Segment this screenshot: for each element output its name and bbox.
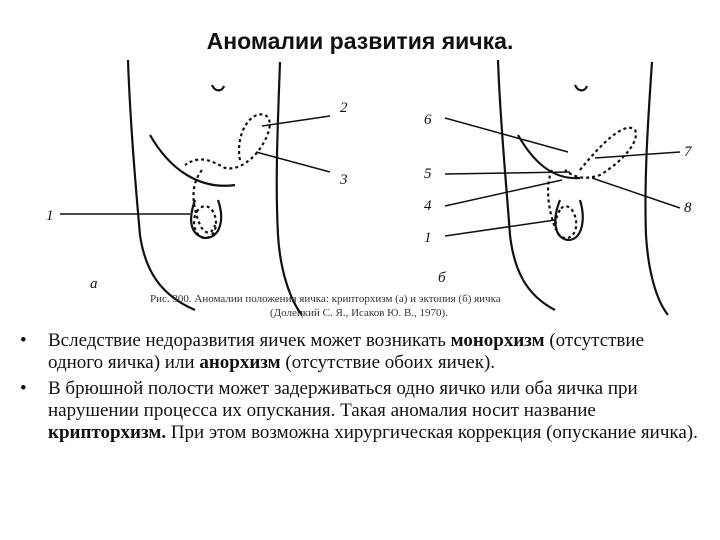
label-1-right: 1 <box>424 230 432 246</box>
bullet-2-text-start: В брюшной полости может задерживаться од… <box>48 378 638 421</box>
term-anorchism: анорхизм <box>199 352 280 373</box>
navel-b <box>575 85 587 90</box>
label-a: а <box>90 276 98 292</box>
testis-dotted <box>194 206 216 238</box>
bullet-2-text-end: При этом возможна хирургическая коррекци… <box>166 422 698 443</box>
ectopia-path-dotted <box>548 128 636 230</box>
anatomy-diagram: 2 3 1 а 6 5 4 1 7 8 б <box>40 60 700 330</box>
body-contour-right <box>277 62 302 315</box>
pointers-a <box>60 116 330 214</box>
body-contour-right-b <box>645 62 668 315</box>
navel <box>212 85 224 90</box>
bullet-item-2: • В брюшной полости может задерживаться … <box>20 378 700 444</box>
label-8: 8 <box>684 200 692 216</box>
label-4: 4 <box>424 198 432 214</box>
caption-line-1: Рис. 300. Аномалии положения яичка: крип… <box>150 292 610 306</box>
label-2: 2 <box>340 100 348 116</box>
bullet-dot: • <box>20 378 27 400</box>
label-7: 7 <box>684 144 693 160</box>
figure-caption: Рис. 300. Аномалии положения яичка: крип… <box>150 292 610 320</box>
body-contour-left-b <box>498 60 555 310</box>
spermatic-cord-dotted <box>185 114 270 232</box>
bullet-dot: • <box>20 330 27 352</box>
label-3: 3 <box>339 172 348 188</box>
term-monorchism: монорхизм <box>451 330 545 351</box>
bullet-item-1: • Вследствие недоразвития яичек может во… <box>20 330 700 374</box>
diagram-b <box>498 60 668 315</box>
slide-title: Аномалии развития яичка. <box>0 28 720 55</box>
term-cryptorchism: крипторхизм. <box>48 422 166 443</box>
caption-line-2: (Долецкий С. Я., Исаков Ю. В., 1970). <box>150 306 610 320</box>
label-6: 6 <box>424 112 432 128</box>
label-5: 5 <box>424 166 432 182</box>
body-contour-left <box>128 60 195 310</box>
testis-dotted-b <box>556 206 577 238</box>
inguinal-line <box>150 135 235 186</box>
bullet-1-text-end: (отсутствие обоих яичек). <box>281 352 495 373</box>
diagram-a <box>128 60 302 315</box>
bullet-1-text-start: Вследствие недоразвития яичек может возн… <box>48 330 451 351</box>
bullet-list: • Вследствие недоразвития яичек может во… <box>20 330 700 448</box>
label-1-left: 1 <box>46 208 54 224</box>
label-b: б <box>438 270 446 286</box>
